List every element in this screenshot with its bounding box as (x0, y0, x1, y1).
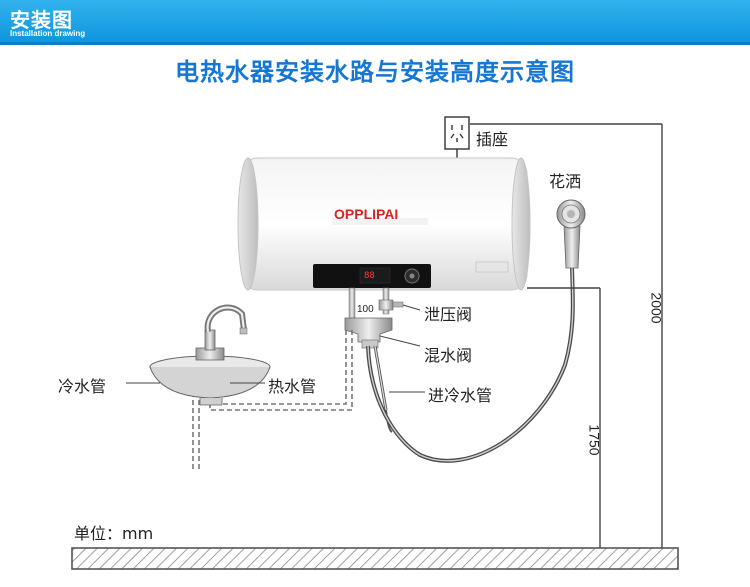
header-accent-line (0, 42, 750, 45)
shower-hose (366, 267, 575, 463)
header-subtitle: Installation drawing (10, 29, 86, 38)
cold-pipe-label: 冷水管 (58, 377, 107, 396)
faucet-icon (195, 304, 248, 361)
shower-head-icon (556, 199, 586, 269)
sink-basin (149, 355, 271, 406)
header-title: 安装图 (10, 8, 73, 32)
mixing-valve-icon (344, 317, 421, 349)
valve-mark: 100 (357, 304, 374, 315)
header-bar (0, 0, 750, 42)
heater-brand-logo: OPPLIPAI (334, 206, 399, 222)
cold-inlet-pipe (373, 345, 425, 433)
unit-label: 单位：mm (74, 524, 154, 543)
hot-pipe-label: 热水管 (268, 377, 317, 396)
water-heater (237, 157, 531, 291)
diagram-title: 电热水器安装水路与安装高度示意图 (175, 58, 575, 86)
heater-height-dimension (527, 287, 601, 548)
control-panel (313, 264, 431, 288)
floor (71, 547, 679, 570)
socket-icon (444, 116, 470, 158)
wall-dimension-line (470, 123, 663, 548)
socket-height-value: 2000 (648, 292, 665, 324)
cold-inlet-label: 进冷水管 (428, 386, 493, 405)
shower-label: 花洒 (549, 172, 582, 191)
relief-valve-icon (378, 299, 421, 311)
mixing-valve-label: 混水阀 (424, 346, 473, 365)
heater-height-value: 1750 (586, 424, 603, 456)
heater-display: 88 (364, 271, 375, 281)
socket-label: 插座 (476, 130, 509, 149)
relief-valve-label: 泄压阀 (424, 305, 473, 324)
